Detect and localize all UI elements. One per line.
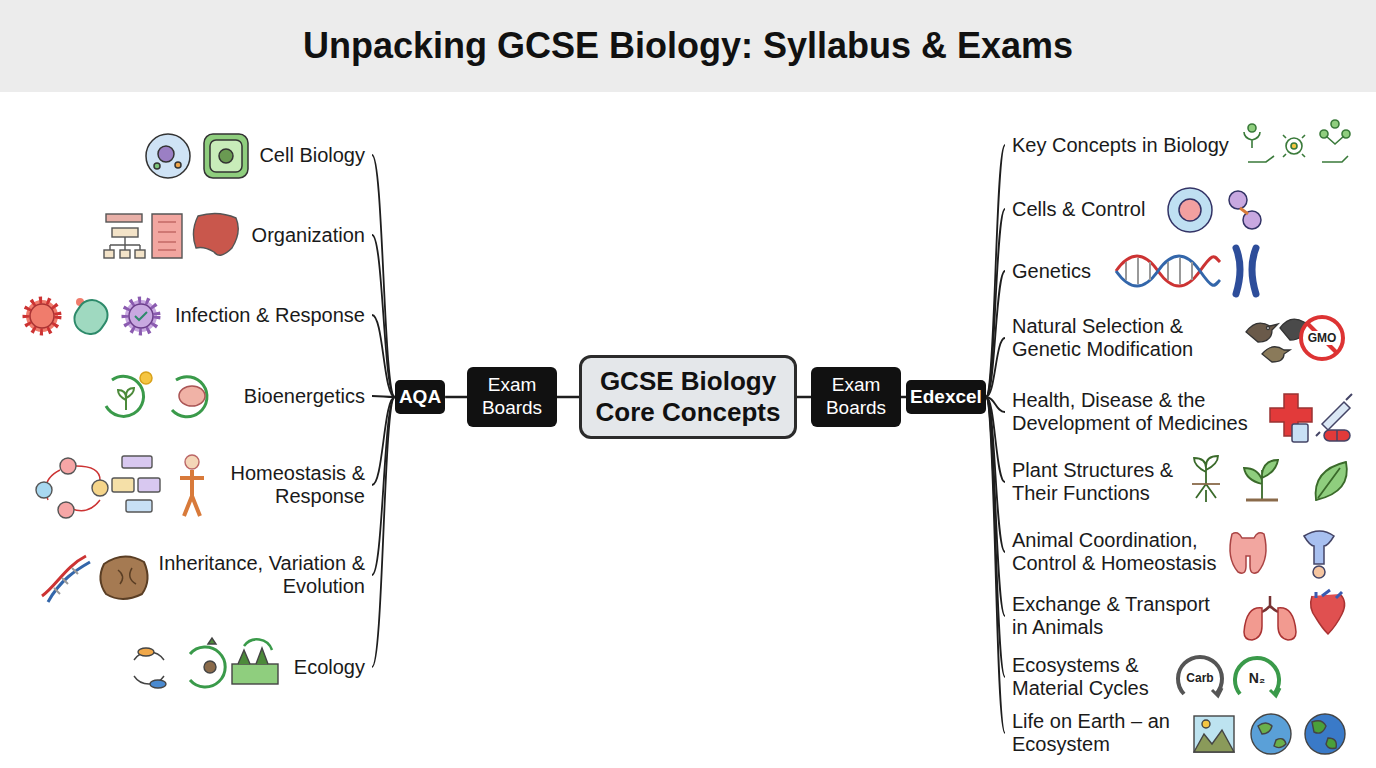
- topic-label: Ecosystems & Material Cycles: [1005, 654, 1184, 700]
- node-text: Animal Coordination, Control & Homeostas…: [1012, 529, 1230, 575]
- plant-icons: [1192, 456, 1347, 502]
- organ-icons: [104, 213, 238, 258]
- node-text: Organization: [252, 224, 365, 247]
- connector-line: [372, 315, 395, 397]
- node-text: AQA: [399, 386, 441, 408]
- medicine-icons: [1270, 394, 1352, 442]
- topic-label: Animal Coordination, Control & Homeostas…: [1005, 529, 1237, 575]
- node-text: Bioenergetics: [244, 385, 365, 408]
- node-text: Genetics: [1012, 260, 1091, 283]
- topic-label: Genetics: [1005, 260, 1098, 283]
- finch-icons: [1246, 317, 1343, 362]
- board-name-box: Edexcel: [906, 380, 986, 414]
- topic-label: Life on Earth – an Ecosystem: [1005, 710, 1199, 756]
- topic-label: Health, Disease & the Development of Med…: [1005, 389, 1269, 435]
- connector-line: [986, 397, 1005, 733]
- node-text: Exchange & Transport in Animals: [1012, 593, 1230, 639]
- connector-line: [986, 338, 1005, 397]
- connector-line: [986, 209, 1005, 397]
- genetics-icons: [1116, 248, 1256, 294]
- board-name-box: AQA: [395, 380, 445, 414]
- cycle-icons: [1178, 657, 1280, 696]
- virus-icons: [26, 294, 157, 339]
- earth-icons: [1194, 714, 1345, 754]
- connector-line: [986, 145, 1005, 397]
- exam-board-box: Exam Boards: [467, 367, 557, 427]
- node-text: Ecology: [294, 656, 365, 679]
- icon-label: N₂: [1247, 670, 1267, 686]
- connector-line: [557, 396, 579, 399]
- gland-icons: [1230, 531, 1334, 578]
- icon-label: Carb: [1184, 671, 1215, 685]
- connector-line: [986, 271, 1005, 397]
- topic-label: Cells & Control: [1005, 198, 1152, 221]
- node-text: Inheritance, Variation & Evolution: [155, 552, 365, 598]
- connector-line: [372, 397, 395, 667]
- node-text: Cell Biology: [259, 144, 365, 167]
- node-text: Plant Structures & Their Functions: [1012, 459, 1212, 505]
- connector-line: [445, 396, 467, 399]
- topic-label: Ecology: [287, 656, 372, 679]
- topic-label: Bioenergetics: [237, 385, 372, 408]
- node-text: Natural Selection & Genetic Modification: [1012, 315, 1227, 361]
- node-text: Key Concepts in Biology: [1012, 134, 1229, 157]
- connector-line: [797, 396, 811, 399]
- topic-label: Exchange & Transport in Animals: [1005, 593, 1237, 639]
- exam-board-box: Exam Boards: [811, 367, 901, 427]
- node-text: Life on Earth – an Ecosystem: [1012, 710, 1192, 756]
- central-concept-box: GCSE Biology Core Concepts: [579, 355, 797, 438]
- connector-line: [372, 396, 395, 397]
- homeostasis-icons: [36, 455, 204, 518]
- key-concept-icons: [1244, 120, 1350, 162]
- topic-label: Homeostasis & Response: [208, 462, 372, 508]
- node-text: Cells & Control: [1012, 198, 1145, 221]
- topic-label: Cell Biology: [252, 144, 372, 167]
- topic-label: Infection & Response: [168, 304, 372, 327]
- icon-label: GMO: [1306, 331, 1339, 345]
- topic-label: Plant Structures & Their Functions: [1005, 459, 1219, 505]
- cell-icons: [146, 134, 248, 178]
- node-text: GCSE Biology Core Concepts: [591, 366, 785, 427]
- node-text: Homeostasis & Response: [215, 462, 365, 508]
- page-title: Unpacking GCSE Biology: Syllabus & Exams: [0, 0, 1376, 92]
- inheritance-icons: [42, 556, 148, 602]
- node-text: Health, Disease & the Development of Med…: [1012, 389, 1262, 435]
- topic-label: Inheritance, Variation & Evolution: [148, 552, 372, 598]
- cell-division-icons: [1168, 188, 1261, 232]
- node-text: Exam Boards: [820, 374, 892, 420]
- node-text: Edexcel: [910, 386, 982, 408]
- node-text: Exam Boards: [476, 374, 548, 420]
- topic-label: Key Concepts in Biology: [1005, 134, 1236, 157]
- ecology-icons: [134, 638, 278, 688]
- topic-label: Natural Selection & Genetic Modification: [1005, 315, 1234, 361]
- topic-label: Organization: [245, 224, 372, 247]
- node-text: Infection & Response: [175, 304, 365, 327]
- connector-line: [372, 235, 395, 397]
- node-text: Ecosystems & Material Cycles: [1012, 654, 1177, 700]
- energy-icons: [106, 372, 207, 417]
- lung-heart-icons: [1244, 590, 1345, 640]
- connector-line: [372, 155, 395, 397]
